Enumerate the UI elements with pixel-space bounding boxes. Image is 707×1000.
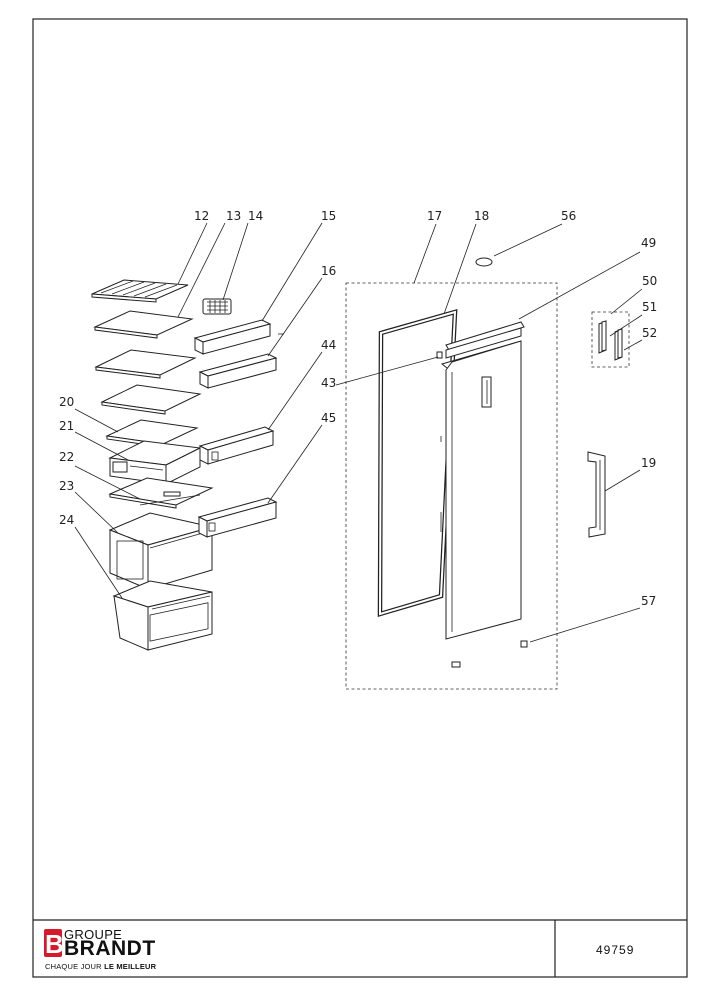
- part-door-balcony-1: [193, 319, 272, 355]
- slogan-bold: LE MEILLEUR: [104, 962, 157, 971]
- part-crisper-drawer-upper: [108, 512, 213, 590]
- callout-56: 56: [561, 209, 576, 223]
- callout-50: 50: [642, 274, 657, 288]
- part-glass-shelf-1: [93, 310, 194, 339]
- part-hinge-bush: [436, 351, 443, 359]
- part-crisper-drawer-lower: [112, 580, 213, 651]
- part-door-balcony-3: [198, 426, 275, 465]
- part-handle-cover-upper: [598, 320, 607, 354]
- callout-45: 45: [321, 411, 336, 425]
- brand-name-text: BRANDT: [64, 937, 156, 960]
- part-crisper-cover: [108, 477, 214, 509]
- part-hinge-pin: [451, 640, 528, 668]
- brand-slogan: CHAQUE JOUR LE MEILLEUR: [45, 962, 156, 971]
- callout-21: 21: [59, 419, 74, 433]
- part-glass-shelf-3: [100, 384, 202, 415]
- part-door-panel: [440, 340, 522, 640]
- part-door-handle: [587, 451, 606, 538]
- door-assembly-boundary: [345, 282, 558, 690]
- callout-15: 15: [321, 209, 336, 223]
- part-bottle-balcony: [197, 497, 278, 538]
- callout-labels: 12 13 14 15 17 18 56 49 16 50 51 52 44 4…: [59, 209, 657, 608]
- callout-57: 57: [641, 594, 656, 608]
- brand-group-text: GROUPE: [64, 927, 123, 942]
- part-door-balcony-2: [198, 353, 278, 389]
- part-wire-shelf: [91, 279, 189, 303]
- callout-44: 44: [321, 338, 336, 352]
- part-glass-shelf-2: [94, 349, 197, 379]
- callout-22: 22: [59, 450, 74, 464]
- callout-18: 18: [474, 209, 489, 223]
- callout-14: 14: [248, 209, 263, 223]
- part-door-top-trim: [445, 321, 525, 359]
- callout-20: 20: [59, 395, 74, 409]
- callout-51: 51: [642, 300, 657, 314]
- part-door-gasket: [377, 308, 458, 618]
- part-cap: [475, 257, 493, 267]
- callout-17: 17: [427, 209, 442, 223]
- handle-cover-group: [591, 311, 630, 368]
- callout-23: 23: [59, 479, 74, 493]
- callout-13: 13: [226, 209, 241, 223]
- part-egg-tray: [202, 298, 232, 315]
- callout-49: 49: [641, 236, 656, 250]
- document-number: 49759: [596, 943, 635, 957]
- brand-logo-mark: B: [44, 929, 64, 959]
- callout-52: 52: [642, 326, 657, 340]
- callout-43: 43: [321, 376, 336, 390]
- leader-lines: [74, 222, 643, 643]
- drawing-frame: [32, 18, 688, 978]
- callout-16: 16: [321, 264, 336, 278]
- callout-24: 24: [59, 513, 74, 527]
- part-handle-cover-lower: [614, 328, 623, 361]
- logo-letter: B: [45, 929, 64, 959]
- callout-19: 19: [641, 456, 656, 470]
- part-chiller-drawer: [108, 440, 202, 485]
- slogan-regular: CHAQUE JOUR: [45, 962, 105, 971]
- callout-12: 12: [194, 209, 209, 223]
